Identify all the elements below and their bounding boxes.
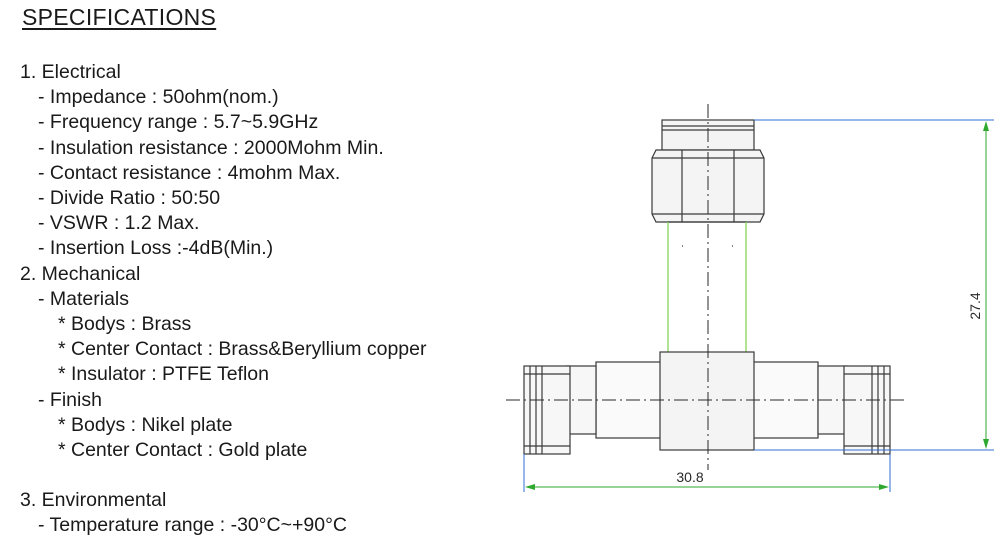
section-electrical: 1. Electrical bbox=[20, 61, 121, 83]
width-arrow-left bbox=[525, 484, 535, 490]
spec-vswr: - VSWR : 1.2 Max. bbox=[38, 212, 200, 235]
center-junction bbox=[659, 351, 755, 451]
height-dimension-label: 27.4 bbox=[967, 292, 983, 319]
spec-bodys-finish: * Bodys : Nikel plate bbox=[58, 413, 233, 436]
spec-center-contact-finish: * Center Contact : Gold plate bbox=[58, 439, 308, 462]
width-dimension-label: 30.8 bbox=[676, 469, 703, 485]
spec-center-contact-material: * Center Contact : Brass&Beryllium coppe… bbox=[58, 338, 427, 361]
section-environmental: 3. Environmental bbox=[20, 489, 167, 512]
spec-insertion-loss: - Insertion Loss :-4dB(Min.) bbox=[38, 237, 274, 260]
section-mechanical: 2. Mechanical bbox=[20, 262, 141, 285]
spec-insulation-resistance: - Insulation resistance : 2000Mohm Min. bbox=[38, 136, 384, 159]
spec-materials: - Materials bbox=[38, 287, 130, 310]
spec-list: 1. Electrical - Impedance : 50ohm(nom.) … bbox=[20, 60, 426, 539]
right-connector bbox=[843, 365, 891, 455]
spec-impedance: - Impedance : 50ohm(nom.) bbox=[38, 86, 279, 109]
page-title: SPECIFICATIONS bbox=[22, 4, 217, 30]
width-arrow-right bbox=[879, 484, 889, 490]
spec-bodys-material: * Bodys : Brass bbox=[58, 313, 192, 336]
spec-temperature-range: - Temperature range : -30°C~+90°C bbox=[38, 514, 347, 537]
height-arrow-bottom bbox=[983, 439, 989, 449]
spec-contact-resistance: - Contact resistance : 4mohm Max. bbox=[38, 161, 341, 184]
spec-frequency: - Frequency range : 5.7~5.9GHz bbox=[38, 111, 319, 134]
spec-finish: - Finish bbox=[38, 388, 102, 411]
left-connector bbox=[523, 365, 571, 455]
height-arrow-top bbox=[983, 121, 989, 131]
spec-insulator-material: * Insulator : PTFE Teflon bbox=[58, 363, 269, 386]
spec-divide-ratio: - Divide Ratio : 50:50 bbox=[38, 187, 221, 210]
